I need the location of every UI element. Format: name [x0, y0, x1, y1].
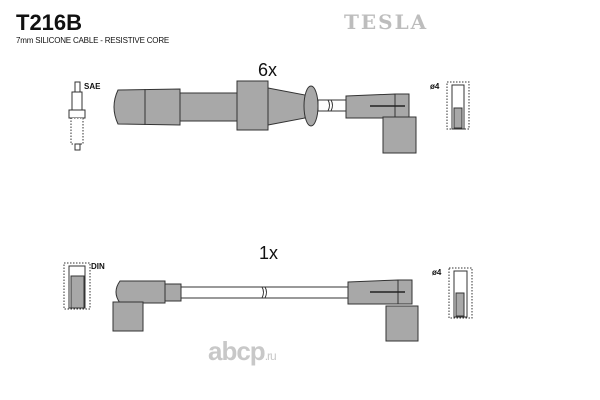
- din-plug-icon: [63, 262, 91, 310]
- watermark: abcp.ru: [208, 336, 277, 367]
- subtitle: 7mm SILICONE CABLE - RESISTIVE CORE: [16, 36, 170, 45]
- top-cable: [317, 99, 347, 112]
- top-plug-boot: [113, 80, 319, 131]
- sae-label: SAE: [84, 82, 101, 91]
- top-coil-boot: [345, 93, 417, 154]
- top-terminal-label: ø4: [430, 82, 440, 91]
- bottom-cable: [180, 286, 349, 299]
- bottom-terminal-label: ø4: [432, 268, 442, 277]
- bottom-plug-boot: [112, 280, 182, 332]
- watermark-main: abcp: [208, 336, 266, 366]
- bottom-quantity: 1x: [259, 243, 279, 263]
- part-code: T216B: [16, 10, 83, 35]
- bottom-terminal-icon: [448, 267, 473, 319]
- din-label: DIN: [91, 262, 105, 271]
- spark-plug-icon: [68, 81, 86, 151]
- top-quantity: 6x: [258, 60, 278, 80]
- bottom-coil-boot: [347, 279, 419, 342]
- top-terminal-icon: [446, 81, 470, 130]
- brand-logo: TESLA: [344, 10, 429, 34]
- watermark-suffix: .ru: [264, 349, 277, 363]
